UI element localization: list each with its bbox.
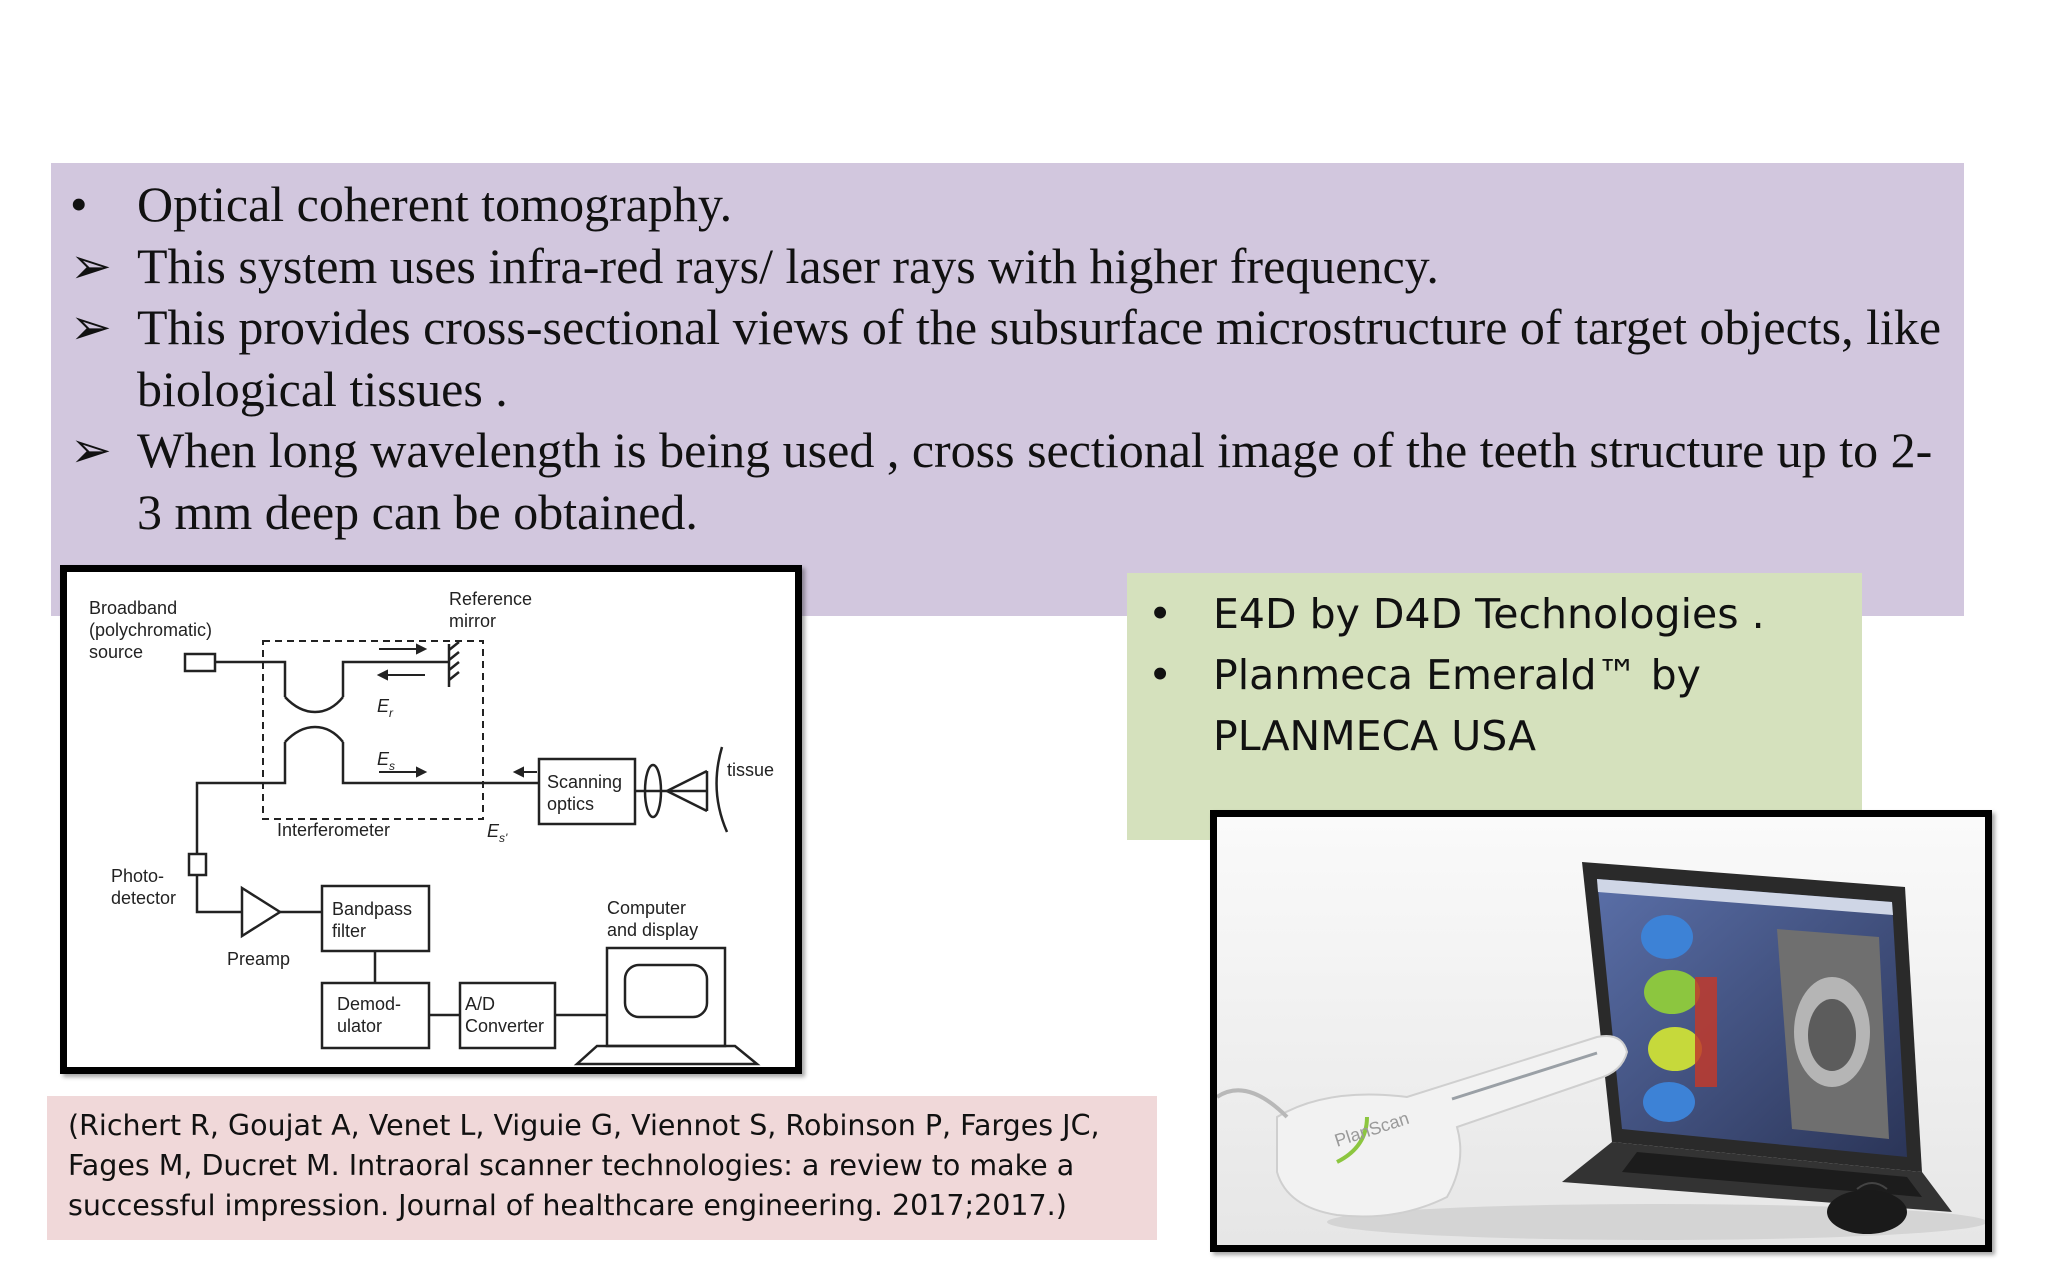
bullet-text: Optical coherent tomography. (137, 176, 733, 232)
preamp-label: Preamp (227, 949, 290, 969)
computer-label: Computer (607, 898, 686, 918)
citation-panel-background (47, 1096, 1157, 1240)
bullet-text: This provides cross-sectional views of t… (137, 299, 1942, 417)
bullet-text: When long wavelength is being used , cro… (137, 422, 1933, 540)
product-text: E4D by D4D Technologies . (1213, 590, 1765, 638)
ad-label: A/D (465, 994, 495, 1014)
ulator-label: ulator (337, 1016, 382, 1036)
bullet-marker: • (1148, 590, 1173, 638)
source-label: source (89, 642, 143, 662)
er-label: Er (377, 696, 394, 720)
scanner-photo: PlanScan (1210, 810, 1992, 1252)
bullet-item: ➢ This provides cross-sectional views of … (70, 297, 1950, 420)
products-list: • E4D by D4D Technologies . • Planmeca Eme… (1148, 584, 1848, 767)
es-prime-label: Es' (487, 821, 508, 845)
oct-schematic: Broadband (polychromatic) source Referen… (89, 589, 774, 1066)
demod-label: Demod- (337, 994, 401, 1014)
detector-label: detector (111, 888, 176, 908)
bullet-marker: • (1148, 651, 1173, 699)
bullet-marker: • (70, 176, 88, 232)
es-label: Es (377, 749, 395, 773)
interferometer-label: Interferometer (277, 820, 390, 840)
citation-text: (Richert R, Goujat A, Venet L, Viguie G,… (68, 1109, 1100, 1222)
bullet-item: ➢ This system uses infra-red rays/ laser … (70, 236, 1950, 298)
photo-label: Photo- (111, 866, 164, 886)
main-bullet-list: • Optical coherent tomography. ➢ This syst… (70, 174, 1950, 543)
mirror-label: mirror (449, 611, 496, 631)
scanning-label: Scanning (547, 772, 622, 792)
laptop-scanner-illustration: PlanScan (1217, 817, 1985, 1245)
converter-label: Converter (465, 1016, 544, 1036)
bullet-item: • Optical coherent tomography. (70, 174, 1950, 236)
arrow-bullet-icon: ➢ (70, 422, 112, 478)
optics-label: optics (547, 794, 594, 814)
tissue-label: tissue (727, 760, 774, 780)
products-panel-background (1127, 573, 1862, 840)
product-text: Planmeca Emerald™ by PLANMECA USA (1213, 651, 1701, 760)
polychromatic-label: (polychromatic) (89, 620, 212, 640)
bullet-panel-background (51, 163, 1964, 616)
product-item: • Planmeca Emerald™ by PLANMECA USA (1148, 645, 1848, 767)
broadband-label: Broadband (89, 598, 177, 618)
display-label: and display (607, 920, 698, 940)
filter-label: filter (332, 921, 366, 941)
product-item: • E4D by D4D Technologies . (1148, 584, 1848, 645)
arrow-bullet-icon: ➢ (70, 299, 112, 355)
bandpass-label: Bandpass (332, 899, 412, 919)
bullet-text: This system uses infra-red rays/ laser r… (137, 237, 1439, 294)
arrow-bullet-icon: ➢ (70, 237, 112, 294)
oct-diagram-figure: Broadband (polychromatic) source Referen… (60, 565, 802, 1074)
reference-label: Reference (449, 589, 532, 609)
bullet-item: ➢ When long wavelength is being used , cr… (70, 420, 1950, 543)
